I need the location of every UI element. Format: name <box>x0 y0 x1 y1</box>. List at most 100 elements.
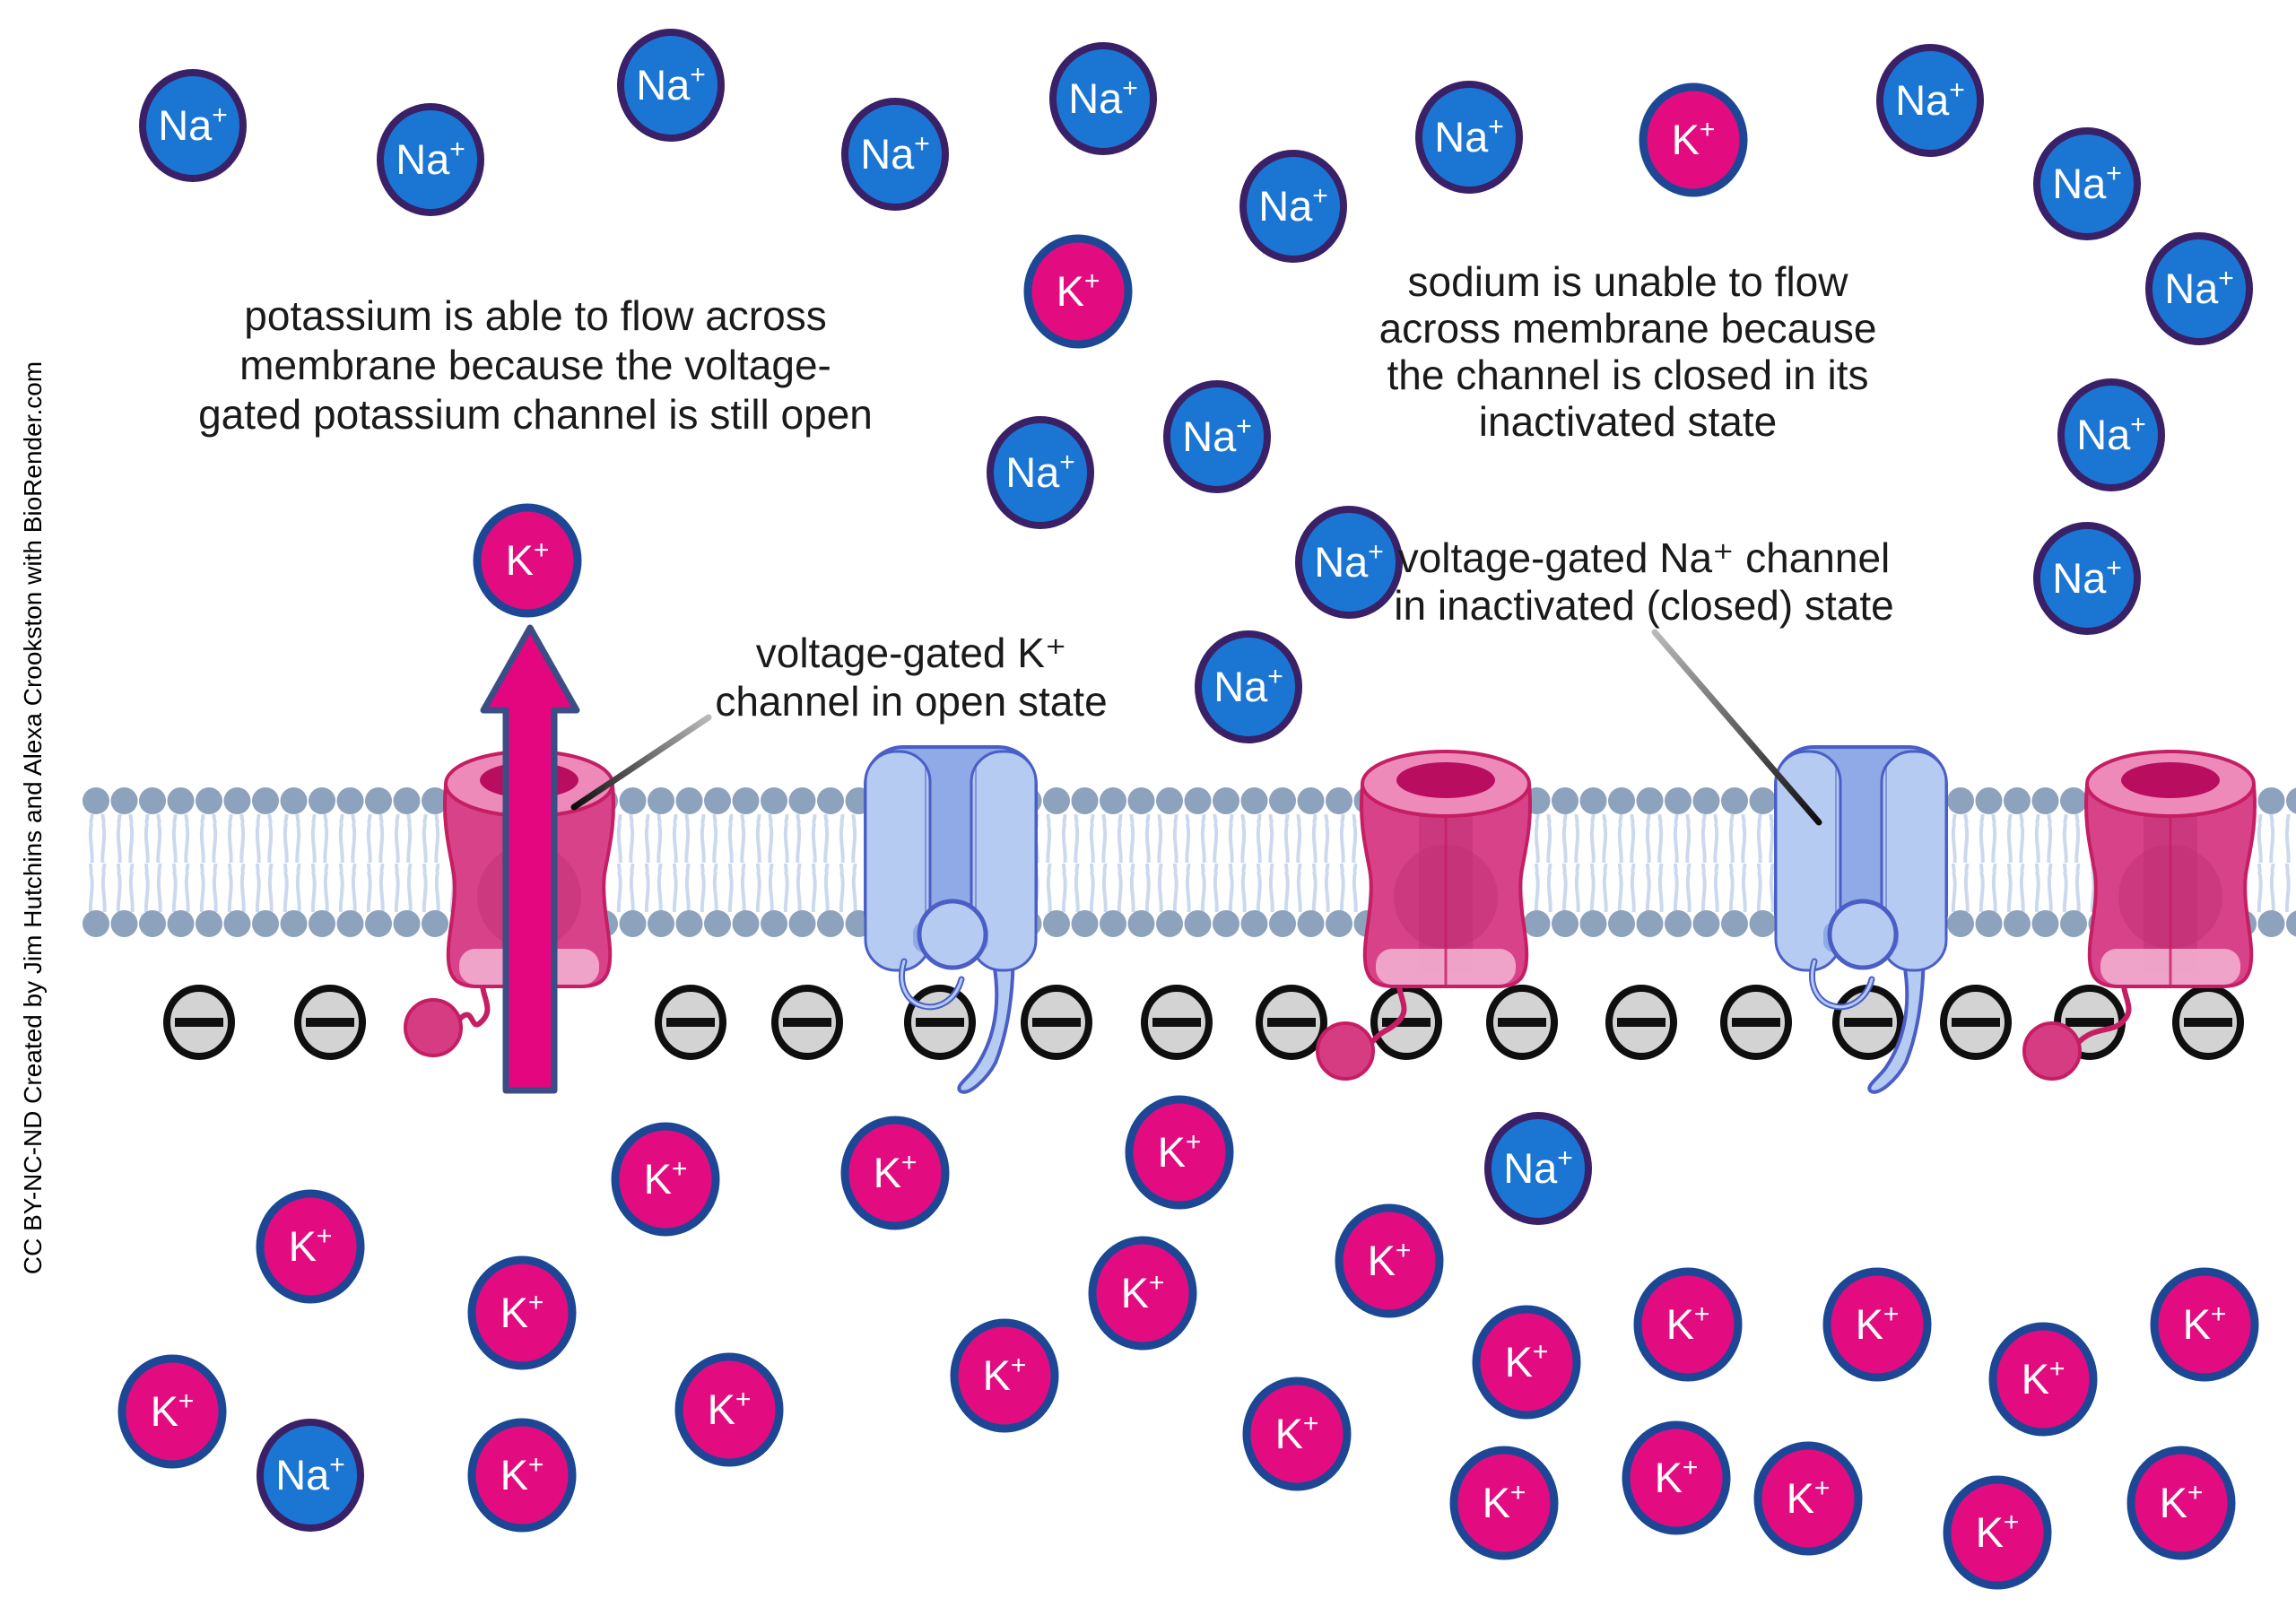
ion-label: Na+ <box>1005 447 1075 496</box>
lipid-head <box>422 910 448 937</box>
ion-label: K+ <box>2183 1299 2227 1348</box>
lipid-head <box>817 910 844 937</box>
ion-label: Na+ <box>2076 410 2146 458</box>
k-channel-open-label: voltage-gated K⁺channel in open state <box>715 630 1107 725</box>
potassium-ion: K+ <box>1822 1267 1932 1382</box>
lipid-head <box>1749 787 1777 814</box>
ion-label: Na+ <box>1314 537 1384 586</box>
lipid-head <box>1326 787 1352 814</box>
ion-label: K+ <box>1655 1453 1699 1501</box>
label-leader-lines <box>570 629 1822 826</box>
ion-label: K+ <box>1275 1409 1319 1457</box>
ion-label: K+ <box>1505 1337 1549 1385</box>
ion-label: K+ <box>1787 1473 1831 1522</box>
lipid-head <box>675 910 703 937</box>
inactivation-ball <box>1316 1021 1375 1081</box>
ion-label: K+ <box>708 1385 752 1433</box>
potassium-ion: K+ <box>256 1189 365 1304</box>
ion-label: K+ <box>1158 1127 1202 1176</box>
lipid-head <box>2031 787 2059 814</box>
ion-label: K+ <box>151 1386 195 1435</box>
lipid-head <box>223 910 251 937</box>
lipid-head <box>83 910 109 937</box>
lipid-head <box>167 910 195 937</box>
lipid-head <box>1975 910 2003 937</box>
voltage-gated-na-channel-inactivated <box>864 745 1038 1094</box>
lipid-head <box>788 910 816 937</box>
ion-label: Na+ <box>1434 112 1504 161</box>
lipid-head <box>309 787 335 814</box>
negative-ion <box>1605 985 1677 1060</box>
lipid-head <box>1947 787 1974 814</box>
lipid-head <box>336 787 364 814</box>
lipid-head <box>1100 787 1126 814</box>
sodium-ion: Na+ <box>1163 380 1271 493</box>
minus-glyph <box>1267 1018 1316 1027</box>
lipid-head <box>139 787 166 814</box>
ion-label: K+ <box>506 535 550 584</box>
ion-label: K+ <box>1856 1299 1900 1348</box>
sodium-ion: Na+ <box>2057 378 2165 491</box>
negative-charge-row <box>163 985 2244 1060</box>
sodium-ion: Na+ <box>1049 42 1157 155</box>
ion-label: K+ <box>1368 1236 1412 1284</box>
negative-ion <box>1021 985 1092 1060</box>
ion-label: K+ <box>1976 1507 2020 1556</box>
potassium-ion: K+ <box>467 1418 577 1533</box>
lipid-head <box>1579 787 1607 814</box>
potassium-ion: K+ <box>117 1354 227 1469</box>
lipid-bilayer <box>83 787 2296 937</box>
minus-glyph <box>1032 1018 1081 1027</box>
sodium-ion: Na+ <box>1239 150 1347 263</box>
sodium-ion: Na+ <box>2145 232 2253 345</box>
inactivation-ball-in-pore <box>917 899 988 970</box>
label-leader-line <box>1651 629 1822 826</box>
potassium-ion: K+ <box>2126 1446 2236 1560</box>
lipid-head <box>1721 787 1748 814</box>
lipid-head <box>1692 787 1720 814</box>
minus-glyph <box>1152 1018 1201 1027</box>
lipid-head <box>1184 910 1212 937</box>
minus-glyph <box>175 1018 223 1027</box>
lipid-head <box>196 787 222 814</box>
ion-label: Na+ <box>1503 1143 1573 1192</box>
lipid-head <box>704 910 731 937</box>
lipid-head <box>393 910 421 937</box>
lipid-head <box>1636 910 1664 937</box>
minus-glyph <box>1952 1018 2000 1027</box>
lipid-head <box>252 787 279 814</box>
ion-label: K+ <box>1672 115 1716 163</box>
voltage-gated-k-channel-closed <box>2022 750 2257 1081</box>
lipid-head <box>1552 910 1578 937</box>
potassium-ion: K+ <box>1242 1377 1352 1491</box>
negative-ion <box>294 985 366 1060</box>
lipid-head <box>336 910 364 937</box>
potassium-ion: K+ <box>1622 1420 1731 1535</box>
ion-label: Na+ <box>275 1450 345 1498</box>
na-channel-right-lobe <box>1880 750 1948 972</box>
sodium-ion: Na+ <box>1484 1112 1592 1225</box>
lipid-head <box>1269 787 1296 814</box>
lipid-head <box>675 787 703 814</box>
k-channel-pore-opening <box>2121 762 2220 798</box>
minus-glyph <box>1617 1018 1665 1027</box>
potassium-ion: K+ <box>1335 1203 1444 1318</box>
lipid-head <box>1127 910 1155 937</box>
minus-glyph <box>1498 1018 1546 1027</box>
lipid-head <box>2031 910 2059 937</box>
lipid-head <box>732 910 760 937</box>
lipid-head <box>732 787 760 814</box>
ion-label: Na+ <box>396 135 465 183</box>
potassium-ion: K+ <box>2150 1267 2259 1382</box>
lipid-head <box>2257 787 2285 814</box>
lipid-head <box>704 787 731 814</box>
ion-label: K+ <box>500 1450 544 1498</box>
na-channel-right-lobe <box>970 750 1038 972</box>
potassium-ion: K+ <box>674 1352 784 1467</box>
lipid-tails-inner <box>83 864 2296 912</box>
ion-label: K+ <box>2160 1478 2204 1526</box>
